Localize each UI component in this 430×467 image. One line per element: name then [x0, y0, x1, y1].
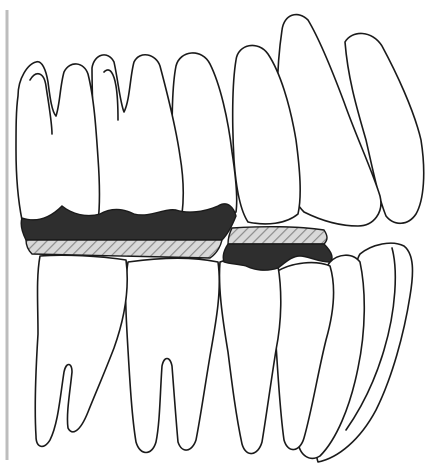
upper-molar-rear: [16, 62, 100, 227]
upper-molar-front: [92, 55, 183, 224]
lower-molar-front: [126, 258, 220, 452]
lower-crown-ceramic: [228, 227, 327, 244]
lower-molar-rear: [35, 255, 127, 446]
lower-premolar-rear: [219, 259, 280, 454]
